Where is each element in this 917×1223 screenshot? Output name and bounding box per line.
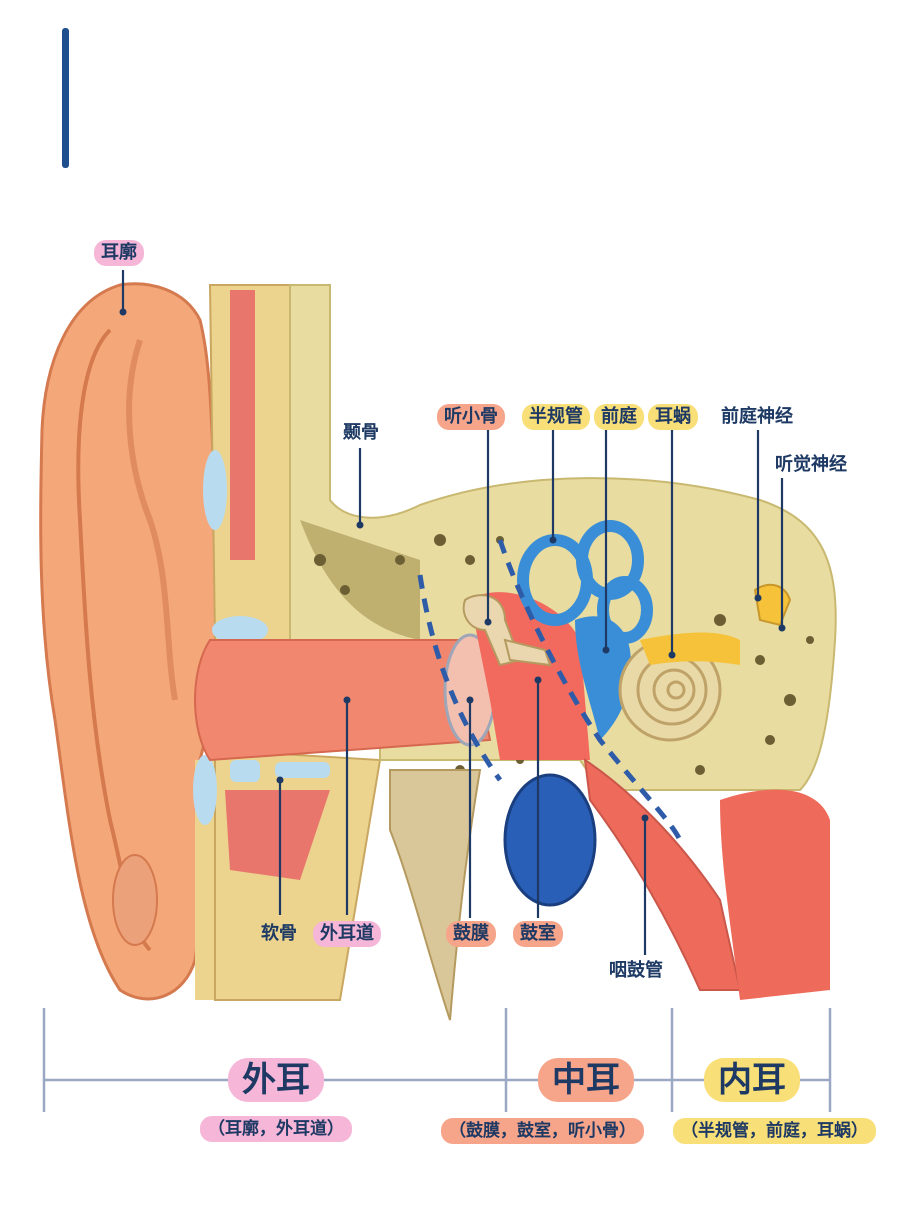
- label-semicircular-canals: 半规管: [522, 404, 590, 430]
- leader-dots: [119, 308, 786, 822]
- section-inner-title: 内耳: [704, 1058, 800, 1102]
- ear-canal-shape: [194, 639, 492, 762]
- section-outer-parts: （耳廓，外耳道）: [200, 1116, 352, 1142]
- auricle-shape: [39, 282, 225, 1001]
- cochlea-shape: [618, 638, 722, 742]
- leader-lines: [121, 270, 784, 955]
- label-tympanic-cavity: 鼓室: [513, 921, 563, 947]
- label-auditory-nerve: 听觉神经: [775, 454, 847, 475]
- label-temporal-bone: 颞骨: [343, 422, 379, 443]
- label-eardrum: 鼓膜: [446, 921, 496, 947]
- nerve-shape: [640, 632, 740, 665]
- label-ossicles: 听小骨: [437, 404, 505, 430]
- ossicles-shape: [462, 594, 552, 667]
- section-ruler: [42, 1008, 832, 1112]
- section-middle-parts: （鼓膜，鼓室，听小骨）: [441, 1118, 644, 1144]
- label-vestibule: 前庭: [594, 404, 644, 430]
- label-vestibular-nerve: 前庭神经: [721, 406, 793, 427]
- section-inner-parts: （半规管，前庭，耳蜗）: [673, 1118, 876, 1144]
- accent-bar: [62, 28, 69, 168]
- cartilage-layer: [193, 284, 382, 1001]
- label-auricle: 耳廓: [94, 240, 144, 266]
- section-outer-title: 外耳: [228, 1058, 324, 1102]
- label-cochlea: 耳蜗: [648, 404, 698, 430]
- section-middle-title: 中耳: [538, 1058, 634, 1102]
- eustachian-tube-shape: [583, 757, 742, 991]
- styloid-process-shape: [389, 769, 482, 1021]
- label-cartilage: 软骨: [261, 923, 297, 944]
- label-ear-canal: 外耳道: [313, 921, 381, 947]
- middle-ear-boundary: [417, 539, 683, 842]
- label-eustachian-tube: 咽鼓管: [609, 960, 663, 981]
- vein-shape: [503, 773, 597, 907]
- vestibule-shape: [575, 616, 631, 740]
- throat-tissue-shape: [720, 789, 830, 1000]
